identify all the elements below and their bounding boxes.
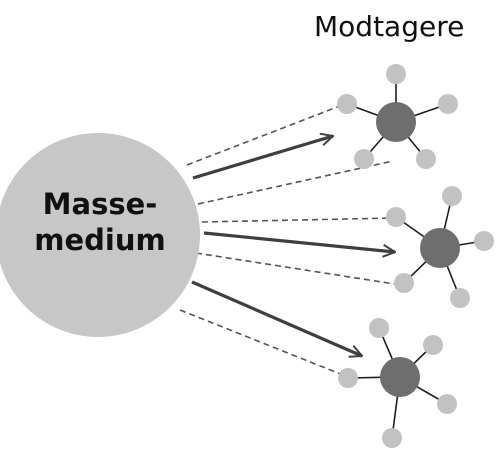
receiver-group-1	[337, 64, 458, 169]
dashed-line	[186, 103, 346, 166]
satellite-node	[369, 318, 389, 338]
satellite-node	[382, 428, 402, 448]
dashed-line	[197, 160, 394, 205]
mass-medium-label-line2: medium	[34, 223, 166, 257]
satellite-node	[386, 64, 406, 84]
satellite-node	[386, 207, 406, 227]
dashed-line	[201, 217, 395, 223]
arrows	[191, 136, 395, 356]
arrow-to-receiver-3	[191, 280, 362, 356]
satellite-node	[442, 186, 462, 206]
dashed-line	[179, 309, 349, 378]
satellite-node	[338, 368, 358, 388]
receiver-hub	[420, 228, 460, 268]
dashed-line	[195, 252, 402, 286]
satellite-node	[438, 94, 458, 114]
satellite-node	[474, 231, 494, 251]
satellite-node	[394, 273, 414, 293]
mass-medium-label: Masse- medium	[20, 186, 180, 258]
satellite-node	[450, 288, 470, 308]
receiver-hub	[380, 357, 420, 397]
satellite-node	[423, 335, 443, 355]
receiver-group-2	[386, 186, 494, 308]
dashed-lines	[179, 103, 402, 378]
arrow-to-receiver-1	[192, 136, 333, 180]
receiver-hub	[376, 102, 416, 142]
receivers-title: Modtagere	[314, 10, 465, 43]
satellite-node	[337, 94, 357, 114]
satellite-node	[437, 394, 457, 414]
receiver-group-3	[338, 318, 457, 448]
satellite-node	[416, 149, 436, 169]
arrow-to-receiver-2	[203, 231, 395, 252]
satellite-node	[354, 149, 374, 169]
mass-medium-circle	[0, 133, 200, 337]
mass-medium-label-line1: Masse-	[42, 187, 158, 221]
